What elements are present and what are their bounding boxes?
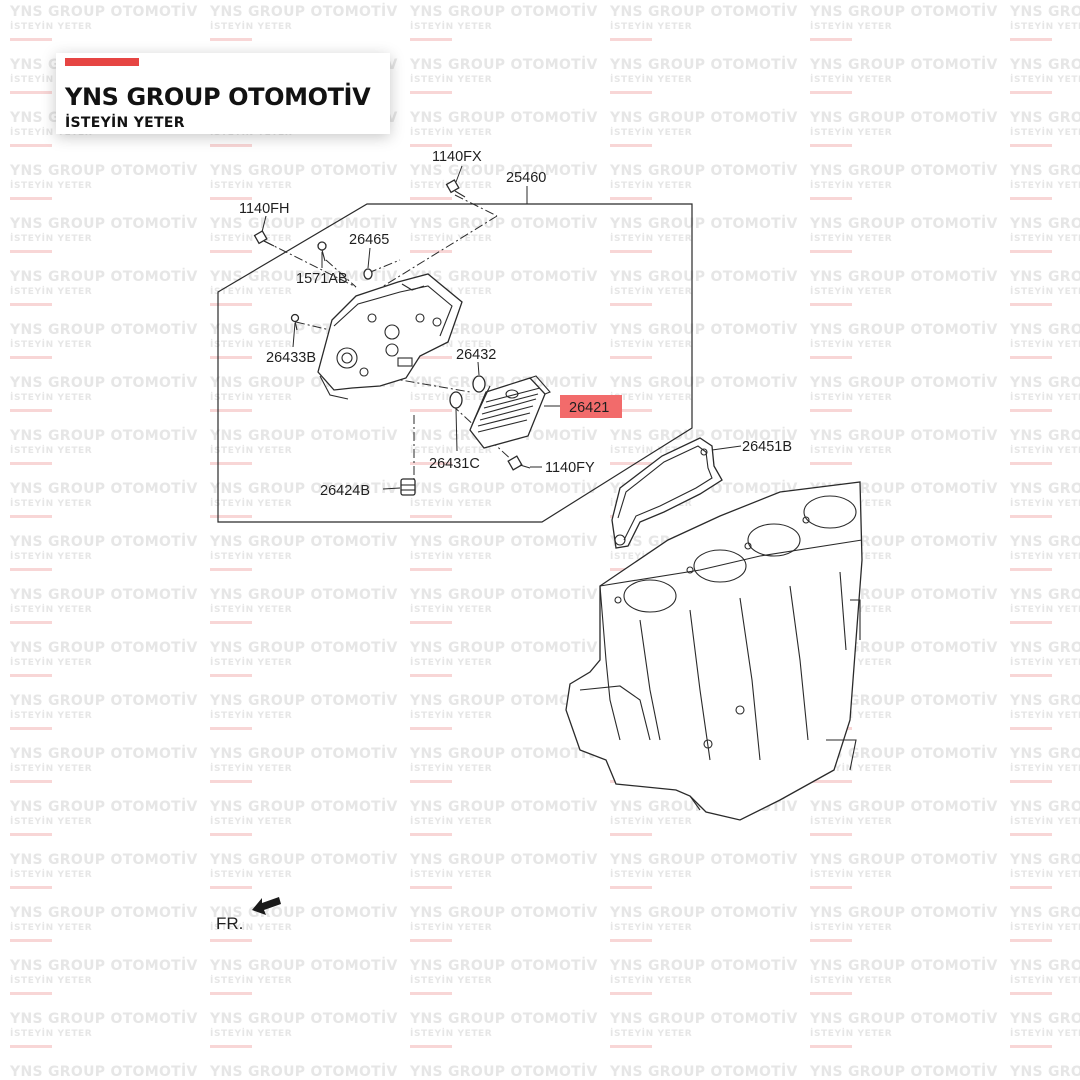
label-1140FH: 1140FH xyxy=(239,201,290,217)
label-26424B: 26424B xyxy=(320,483,370,499)
label-26421: 26421 xyxy=(569,400,609,416)
label-26451B: 26451B xyxy=(742,439,792,455)
bolt-1140FX xyxy=(445,179,466,198)
brand-logo-card: YNS GROUP OTOMOTİV İSTEYİN YETER xyxy=(56,53,390,134)
bolt-1140FY xyxy=(507,455,531,471)
label-1140FY: 1140FY xyxy=(545,460,595,476)
front-label: FR. xyxy=(216,914,243,933)
engine-block xyxy=(565,481,863,821)
part-labels: 1140FX 25460 1140FH 26465 1571AB 26433B … xyxy=(239,149,792,499)
o-ring-26432 xyxy=(472,375,486,393)
oil-cooler-housing xyxy=(317,273,463,400)
label-26432: 26432 xyxy=(456,347,496,363)
bolt-1140FH xyxy=(253,230,275,247)
highlight-box-26421 xyxy=(560,395,622,418)
logo-accent-bar xyxy=(65,58,139,66)
front-arrow-icon xyxy=(252,897,281,915)
oil-cooler-26421 xyxy=(469,375,551,449)
drain-plug-26424B xyxy=(400,478,416,496)
front-indicator: FR. xyxy=(216,897,281,933)
gasket-26451B xyxy=(611,437,723,549)
label-26433B: 26433B xyxy=(266,350,316,366)
brand-title: YNS GROUP OTOMOTİV xyxy=(65,83,371,111)
plug-1571AB xyxy=(317,241,327,262)
pin-26433B xyxy=(290,313,300,331)
label-25460: 25460 xyxy=(506,170,546,186)
label-26431C: 26431C xyxy=(429,456,480,472)
leader-lines xyxy=(261,165,742,490)
label-1571AB: 1571AB xyxy=(296,271,348,287)
brand-subtitle: İSTEYİN YETER xyxy=(65,115,185,131)
label-1140FX: 1140FX xyxy=(432,149,482,165)
seal-26465 xyxy=(363,268,373,280)
o-ring-26431C xyxy=(449,391,463,409)
assembly-boundary xyxy=(217,203,693,523)
label-26465: 26465 xyxy=(349,232,389,248)
